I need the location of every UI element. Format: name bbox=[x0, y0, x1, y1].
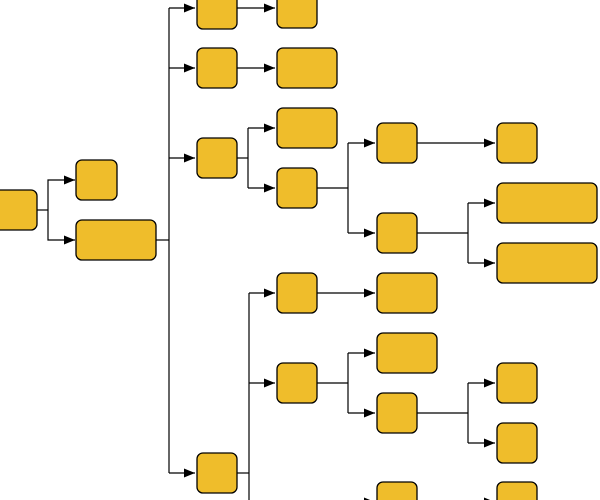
connector-arrowhead-icon bbox=[264, 288, 275, 298]
node-root[interactable] bbox=[0, 189, 38, 231]
connector-root-to-child-bottom bbox=[47, 210, 75, 241]
node-gen4-row2[interactable] bbox=[276, 47, 338, 89]
node-gen3-row4[interactable] bbox=[196, 452, 238, 494]
connector-arrowhead-icon bbox=[364, 138, 375, 148]
node-gen6-row1[interactable] bbox=[496, 122, 538, 164]
connector-arrowhead-icon bbox=[484, 378, 495, 388]
connector-arrowhead-icon bbox=[364, 408, 375, 418]
connector-arrowhead-icon bbox=[184, 3, 195, 13]
connector-arrowhead-icon bbox=[64, 235, 75, 245]
node-gen5-row3[interactable] bbox=[376, 272, 438, 314]
node-gen6-row6[interactable] bbox=[496, 481, 538, 500]
connector-root-to-child-top bbox=[47, 179, 75, 210]
node-gen5-row2[interactable] bbox=[376, 212, 418, 254]
node-child-top[interactable] bbox=[75, 159, 118, 201]
node-gen3-row3[interactable] bbox=[196, 137, 238, 179]
connector-arrowhead-icon bbox=[264, 123, 275, 133]
connector-arrowhead-icon bbox=[264, 183, 275, 193]
connector-arrowhead-icon bbox=[64, 175, 75, 185]
connector-arrowhead-icon bbox=[364, 348, 375, 358]
node-gen4-row4[interactable] bbox=[276, 167, 318, 209]
node-gen3-row2[interactable] bbox=[196, 47, 238, 89]
connector-arrowhead-icon bbox=[264, 63, 275, 73]
node-gen5-row6[interactable] bbox=[376, 481, 418, 500]
node-gen6-row5[interactable] bbox=[496, 422, 538, 464]
connector-arrowhead-icon bbox=[364, 228, 375, 238]
node-gen4-row3[interactable] bbox=[276, 107, 338, 149]
connector-arrowhead-icon bbox=[364, 288, 375, 298]
node-gen4-row1[interactable] bbox=[276, 0, 318, 29]
node-gen5-row4[interactable] bbox=[376, 332, 438, 374]
node-gen5-row1[interactable] bbox=[376, 122, 418, 164]
node-gen5-row5[interactable] bbox=[376, 392, 418, 434]
node-gen6-row3-wide[interactable] bbox=[496, 242, 598, 284]
connector-arrowhead-icon bbox=[264, 3, 275, 13]
node-gen3-row1[interactable] bbox=[196, 0, 238, 30]
node-gen4-row6[interactable] bbox=[276, 362, 318, 404]
connector-arrowhead-icon bbox=[264, 378, 275, 388]
node-gen4-row5[interactable] bbox=[276, 272, 318, 314]
node-gen6-row2-wide[interactable] bbox=[496, 182, 598, 224]
node-gen6-row4[interactable] bbox=[496, 362, 538, 404]
connector-arrowhead-icon bbox=[184, 153, 195, 163]
node-child-bottom[interactable] bbox=[75, 219, 157, 261]
connector-arrowhead-icon bbox=[484, 198, 495, 208]
connector-arrowhead-icon bbox=[184, 468, 195, 478]
connector-arrowhead-icon bbox=[184, 63, 195, 73]
connector-arrowhead-icon bbox=[484, 138, 495, 148]
connector-arrowhead-icon bbox=[484, 438, 495, 448]
connector-arrowhead-icon bbox=[484, 258, 495, 268]
